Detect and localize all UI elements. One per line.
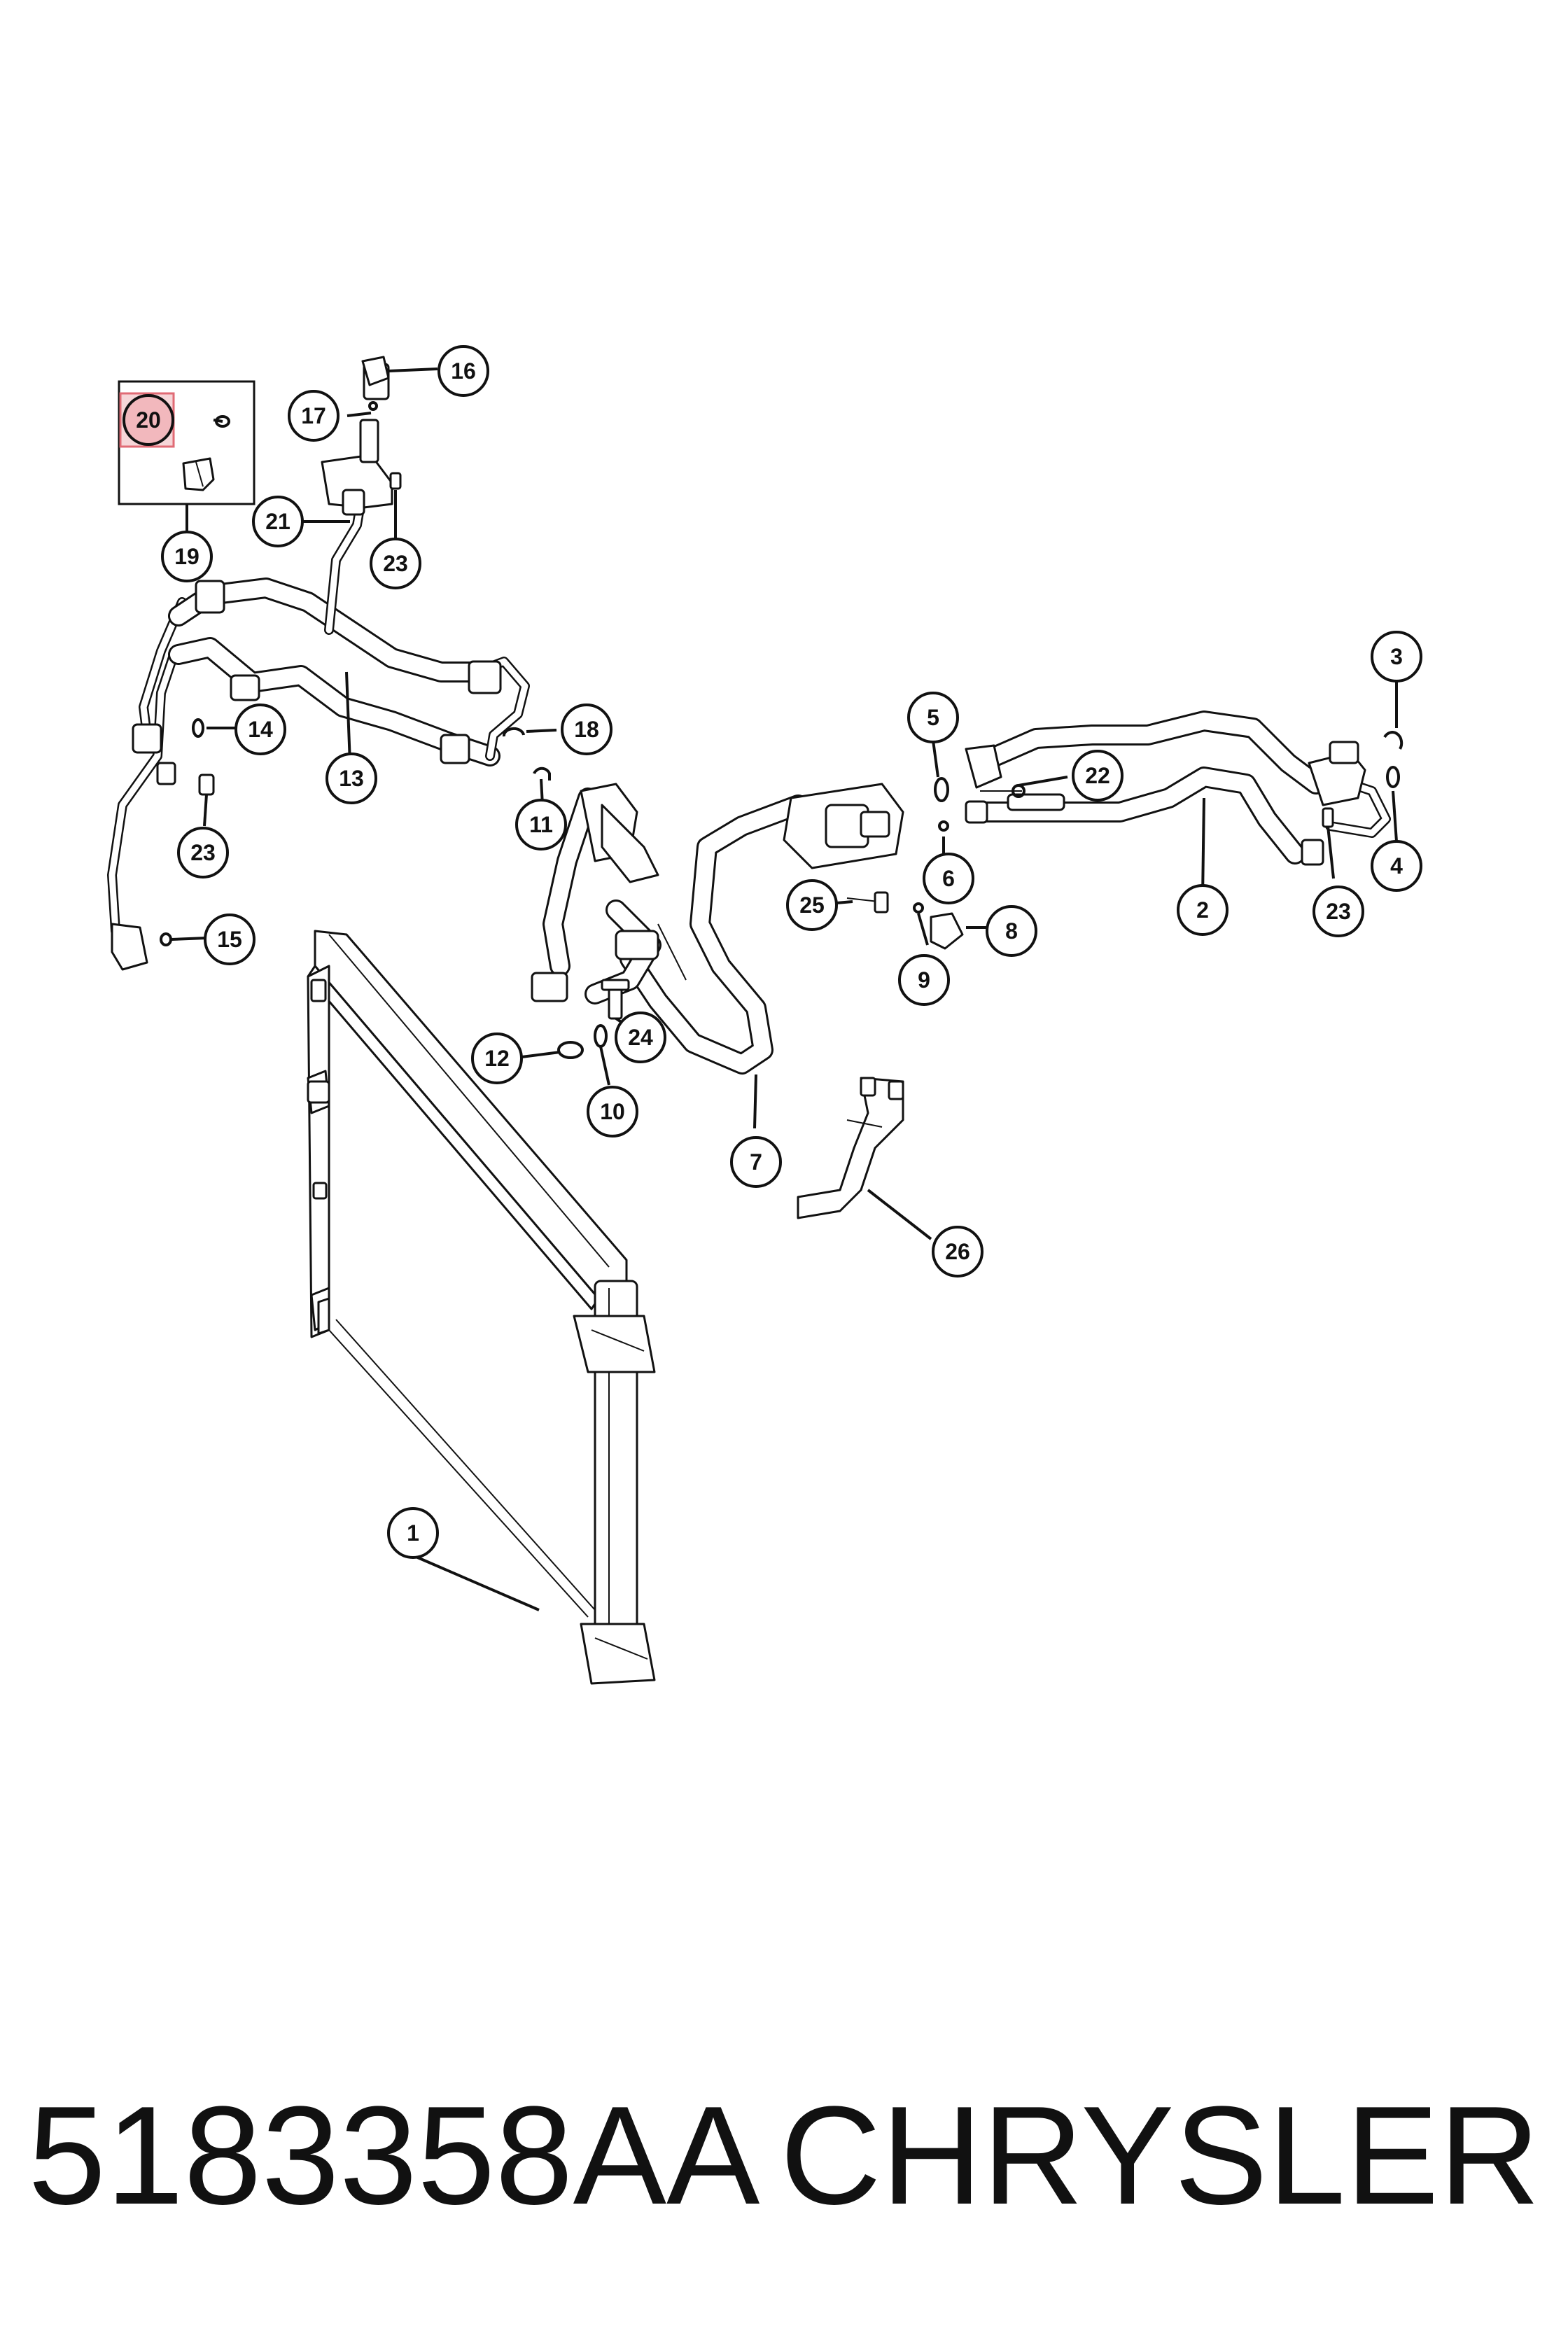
callout-15[interactable]: 15 (204, 913, 255, 965)
svg-text:11: 11 (529, 812, 553, 837)
hose-assembly-13 (107, 363, 530, 971)
callout-1[interactable]: 1 (387, 1507, 439, 1559)
svg-text:6: 6 (942, 866, 955, 891)
callout-23-right[interactable]: 23 (1312, 886, 1364, 937)
condenser (307, 930, 656, 1685)
hose-assembly-7 (531, 783, 904, 1074)
svg-text:13: 13 (339, 766, 364, 791)
small-parts (118, 356, 1404, 1059)
callout-7[interactable]: 7 (730, 1136, 782, 1188)
parts-diagram: 1 2 3 4 5 6 7 8 9 10 11 12 13 14 15 16 1… (107, 345, 1422, 1685)
svg-text:5: 5 (927, 705, 939, 730)
bracket-26 (797, 1077, 904, 1219)
callout-16[interactable]: 16 (438, 345, 489, 397)
callout-19[interactable]: 19 (161, 531, 213, 582)
svg-text:12: 12 (484, 1046, 510, 1071)
svg-text:17: 17 (301, 403, 326, 428)
callout-5[interactable]: 5 (907, 692, 959, 743)
svg-text:21: 21 (265, 509, 290, 534)
svg-text:23: 23 (383, 551, 408, 576)
svg-text:9: 9 (918, 967, 930, 993)
callout-22[interactable]: 22 (1072, 750, 1124, 802)
svg-text:10: 10 (600, 1099, 625, 1124)
svg-text:24: 24 (628, 1025, 653, 1050)
callout-8[interactable]: 8 (986, 905, 1037, 957)
callout-20[interactable]: 20 (119, 392, 175, 448)
svg-text:14: 14 (248, 717, 273, 742)
callout-6[interactable]: 6 (923, 853, 974, 904)
svg-text:18: 18 (574, 717, 599, 742)
svg-text:22: 22 (1085, 763, 1110, 788)
callout-18[interactable]: 18 (561, 704, 612, 755)
svg-text:26: 26 (945, 1239, 970, 1264)
svg-text:3: 3 (1390, 644, 1403, 669)
brand-name: CHRYSLER (780, 2078, 1540, 2234)
svg-text:20: 20 (136, 407, 161, 433)
callout-25[interactable]: 25 (786, 879, 838, 931)
svg-text:7: 7 (750, 1149, 762, 1175)
svg-text:2: 2 (1196, 897, 1209, 923)
callout-21[interactable]: 21 (252, 496, 304, 547)
callout-12[interactable]: 12 (471, 1032, 523, 1084)
callout-11[interactable]: 11 (515, 799, 567, 850)
svg-text:16: 16 (451, 358, 476, 384)
footer: 5183358AA CHRYSLER (28, 2065, 1540, 2247)
suction-line-2 (965, 710, 1391, 866)
callouts: 1 2 3 4 5 6 7 8 9 10 11 12 13 14 15 16 1… (119, 345, 1422, 1559)
callout-23-left[interactable]: 23 (177, 827, 229, 878)
callout-10[interactable]: 10 (587, 1086, 638, 1138)
callout-2[interactable]: 2 (1177, 884, 1228, 936)
callout-23-top[interactable]: 23 (370, 538, 421, 589)
callout-17[interactable]: 17 (288, 390, 340, 442)
svg-text:23: 23 (1326, 899, 1351, 924)
svg-text:25: 25 (799, 892, 825, 918)
callout-26[interactable]: 26 (932, 1226, 983, 1278)
svg-text:8: 8 (1005, 918, 1018, 944)
svg-text:19: 19 (174, 544, 200, 569)
callout-4[interactable]: 4 (1371, 840, 1422, 892)
callout-3[interactable]: 3 (1371, 631, 1422, 682)
svg-text:4: 4 (1390, 853, 1403, 878)
callout-9[interactable]: 9 (898, 954, 950, 1006)
svg-text:1: 1 (407, 1520, 419, 1546)
svg-text:23: 23 (190, 840, 216, 865)
callout-24[interactable]: 24 (615, 1011, 666, 1063)
svg-text:15: 15 (217, 927, 242, 952)
callout-13[interactable]: 13 (326, 752, 377, 804)
leader-lines (171, 368, 1398, 1611)
callout-14[interactable]: 14 (234, 704, 286, 755)
part-number: 5183358AA (28, 2078, 760, 2234)
